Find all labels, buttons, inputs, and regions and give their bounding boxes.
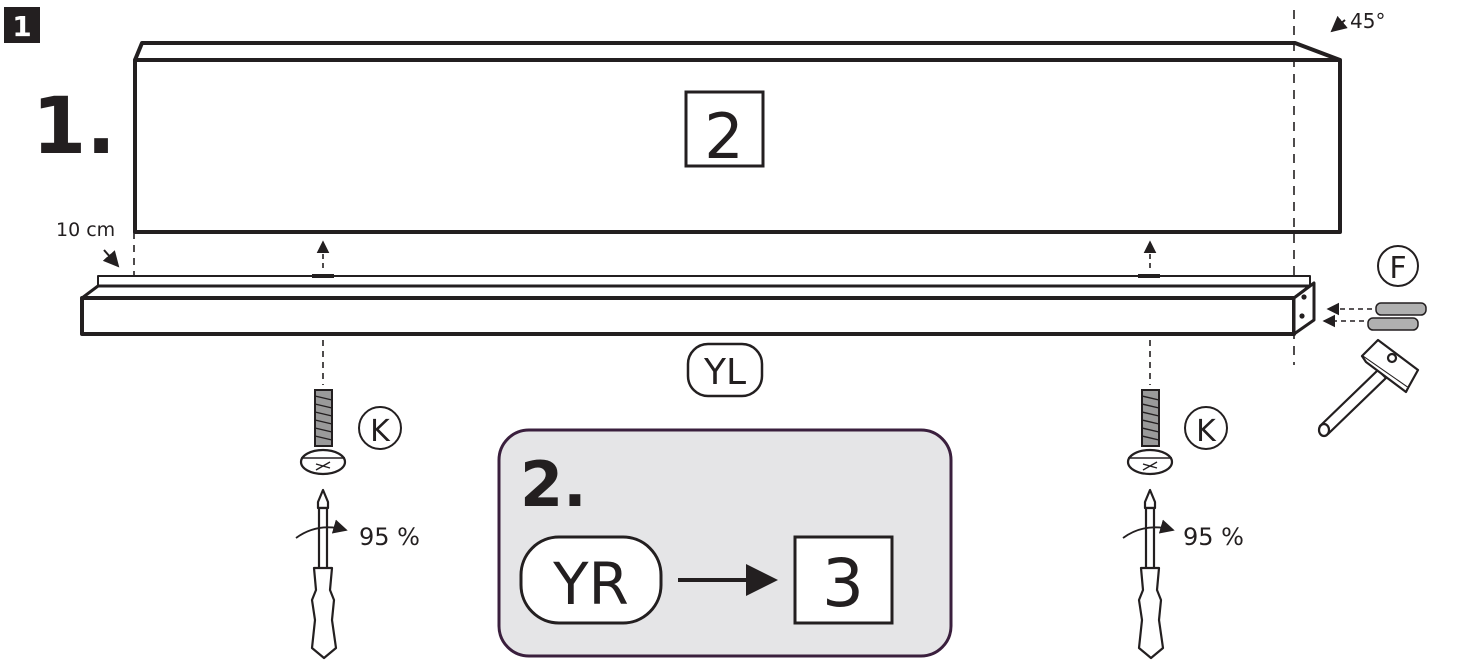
step-2-box: 2. YR 3: [497, 428, 953, 658]
screw-k-left-label: K: [370, 414, 391, 449]
angle-annotation: 45°: [1330, 9, 1385, 33]
offset-label: 10 cm: [56, 219, 115, 241]
panel-2-label: 2: [704, 100, 743, 173]
substep-1-label: 1.: [32, 82, 116, 172]
step-2-target-label: 3: [822, 545, 864, 622]
dowel-f: F: [1322, 245, 1427, 331]
offset-annotation: 10 cm: [56, 219, 120, 268]
rotation-arrow-right: 95 %: [1122, 519, 1244, 551]
screw-k-right-label: K: [1196, 414, 1217, 449]
torque-right-label: 95 %: [1183, 523, 1244, 551]
step-badge-number: 1: [12, 10, 31, 43]
angle-label: 45°: [1350, 9, 1385, 33]
rail-yl-label-group: YL: [686, 342, 764, 398]
step-2-part-label: YR: [552, 550, 629, 618]
screw-k-left-badge: K: [358, 406, 402, 450]
screw-k-right-badge: K: [1184, 406, 1228, 450]
rotation-arrow-left: 95 %: [295, 519, 420, 551]
rail-yl: [80, 274, 1316, 336]
substep-2-label: 2.: [520, 448, 587, 521]
hammer-icon: [1317, 338, 1420, 438]
screw-k-left: [299, 389, 347, 476]
screw-k-right: [1126, 389, 1174, 476]
panel-2-label-box: 2: [684, 90, 765, 173]
step-badge: 1: [4, 7, 40, 43]
torque-left-label: 95 %: [359, 523, 420, 551]
screwdriver-left-icon: [310, 488, 338, 660]
rail-yl-label: YL: [703, 352, 746, 393]
dowel-f-label: F: [1389, 251, 1406, 286]
screwdriver-right-icon: [1137, 488, 1165, 660]
